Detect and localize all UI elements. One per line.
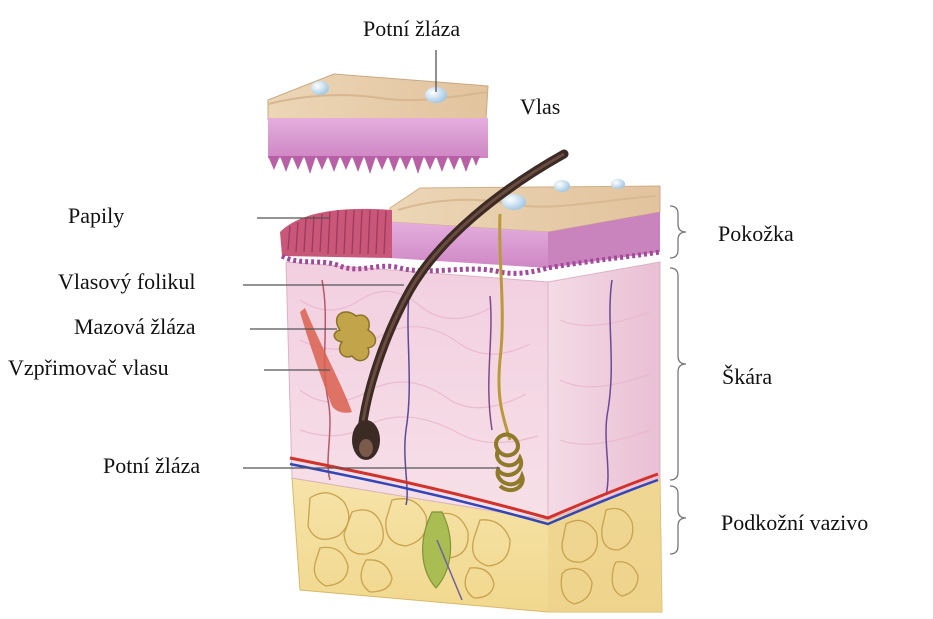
- label-sweat-gland: Potní žláza: [103, 455, 200, 477]
- label-hair-follicle: Vlasový folikul: [58, 271, 196, 293]
- layer-brackets: [670, 206, 686, 554]
- dermis-block: [286, 262, 660, 520]
- sweat-droplet-icon: [311, 81, 329, 95]
- detached-epidermis-piece: [268, 74, 488, 174]
- label-hair: Vlas: [520, 96, 560, 118]
- label-arrector-pili: Vzpřimovač vlasu: [8, 357, 169, 379]
- label-epidermis: Pokožka: [718, 223, 794, 245]
- label-hypodermis: Podkožní vazivo: [721, 512, 868, 534]
- sweat-droplet-icon: [611, 179, 625, 189]
- label-papillae: Papily: [68, 205, 124, 227]
- label-sweat-gland-top: Potní žláza: [363, 18, 460, 40]
- label-dermis: Škára: [722, 366, 772, 388]
- sweat-droplet-icon: [554, 180, 570, 192]
- label-sebaceous-gland: Mazová žláza: [74, 316, 196, 338]
